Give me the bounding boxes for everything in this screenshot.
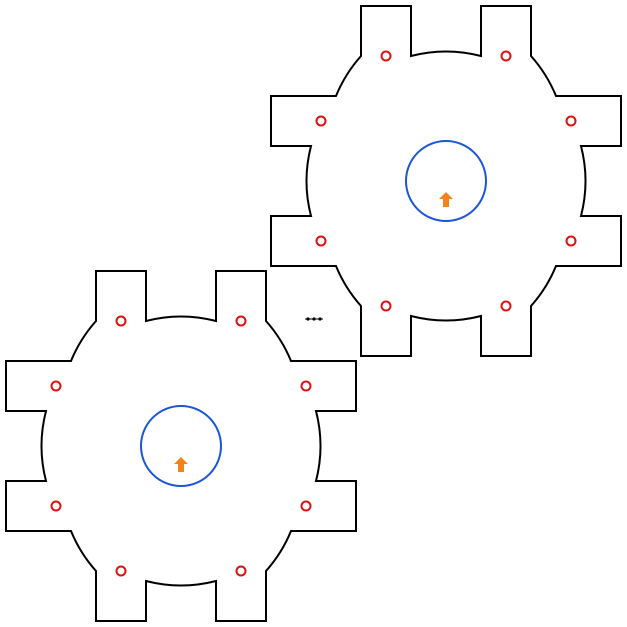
gear-outline <box>5 270 357 622</box>
bolt-hole <box>565 235 577 247</box>
bolt-hole <box>300 500 312 512</box>
up-arrow-icon <box>439 192 453 207</box>
hub-circle <box>140 405 222 487</box>
center-mark-icon <box>305 317 323 321</box>
up-arrow-icon <box>174 457 188 472</box>
bolt-hole <box>50 380 62 392</box>
bolt-hole <box>115 565 127 577</box>
bolt-hole <box>380 50 392 62</box>
bolt-hole <box>115 315 127 327</box>
hub-circle <box>405 140 487 222</box>
bolt-hole <box>565 115 577 127</box>
bolt-hole <box>50 500 62 512</box>
bolt-hole <box>500 300 512 312</box>
gear-top-right <box>270 5 622 357</box>
bolt-hole <box>235 565 247 577</box>
gear-outline <box>270 5 622 357</box>
bolt-hole <box>315 115 327 127</box>
bolt-hole <box>300 380 312 392</box>
bolt-hole <box>315 235 327 247</box>
bolt-hole <box>500 50 512 62</box>
gear-bottom-left <box>5 270 357 622</box>
bolt-hole <box>380 300 392 312</box>
bolt-hole <box>235 315 247 327</box>
